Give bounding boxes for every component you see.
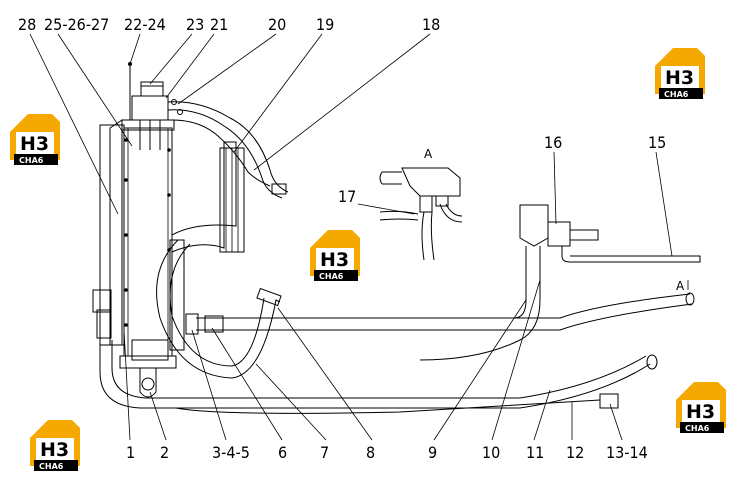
- label-23: 23: [186, 15, 204, 34]
- label-7: 7: [320, 443, 329, 462]
- label-2: 2: [160, 443, 169, 462]
- label-19: 19: [316, 15, 334, 34]
- svg-text:CHA6: CHA6: [19, 156, 44, 165]
- watermark-logo-top-left: H3 CHA6: [10, 114, 60, 165]
- svg-text:CHA6: CHA6: [664, 90, 689, 99]
- svg-text:H3: H3: [320, 249, 349, 271]
- label-16: 16: [544, 133, 562, 152]
- label-22-24: 22-24: [124, 15, 166, 34]
- label-8: 8: [366, 443, 375, 462]
- label-15: 15: [648, 133, 666, 152]
- label-28: 28: [18, 15, 36, 34]
- label-17: 17: [338, 187, 356, 206]
- svg-text:CHA6: CHA6: [39, 462, 64, 471]
- long-pipes: [99, 239, 695, 414]
- label-20: 20: [268, 15, 286, 34]
- svg-text:CHA6: CHA6: [319, 272, 344, 281]
- watermark-logo-bottom-left: H3 CHA6: [30, 420, 80, 471]
- label-11: 11: [526, 443, 544, 462]
- label-detail-a: A: [424, 147, 433, 161]
- leader-lines: [29, 33, 689, 441]
- label-12: 12: [566, 443, 584, 462]
- svg-text:H3: H3: [20, 133, 49, 155]
- fan-shroud: [169, 141, 245, 351]
- label-3-4-5: 3-4-5: [212, 443, 250, 462]
- watermark-logo-top-right: H3 CHA6: [655, 48, 705, 99]
- label-section-a: A: [676, 279, 685, 293]
- radiator-assembly: [92, 62, 177, 398]
- label-10: 10: [482, 443, 500, 462]
- detail-a-fitting: [379, 167, 463, 261]
- label-25-26-27: 25-26-27: [44, 15, 109, 34]
- svg-text:H3: H3: [686, 401, 715, 423]
- svg-text:H3: H3: [40, 439, 69, 461]
- label-6: 6: [278, 443, 287, 462]
- svg-text:CHA6: CHA6: [685, 424, 710, 433]
- label-18: 18: [422, 15, 440, 34]
- valve-assembly: [519, 204, 701, 263]
- watermark-logo-center: H3 CHA6: [310, 230, 360, 281]
- part-labels: 28 25-26-27 22-24 23 21 20 19 18 17 16 1…: [18, 15, 685, 462]
- core-bolts: [124, 138, 171, 327]
- svg-text:H3: H3: [665, 67, 694, 89]
- watermark-logo-bottom-right: H3 CHA6: [676, 382, 726, 433]
- label-9: 9: [428, 443, 437, 462]
- label-21: 21: [210, 15, 228, 34]
- label-1: 1: [126, 443, 135, 462]
- upper-hoses: [167, 99, 289, 199]
- label-13-14: 13-14: [606, 443, 648, 462]
